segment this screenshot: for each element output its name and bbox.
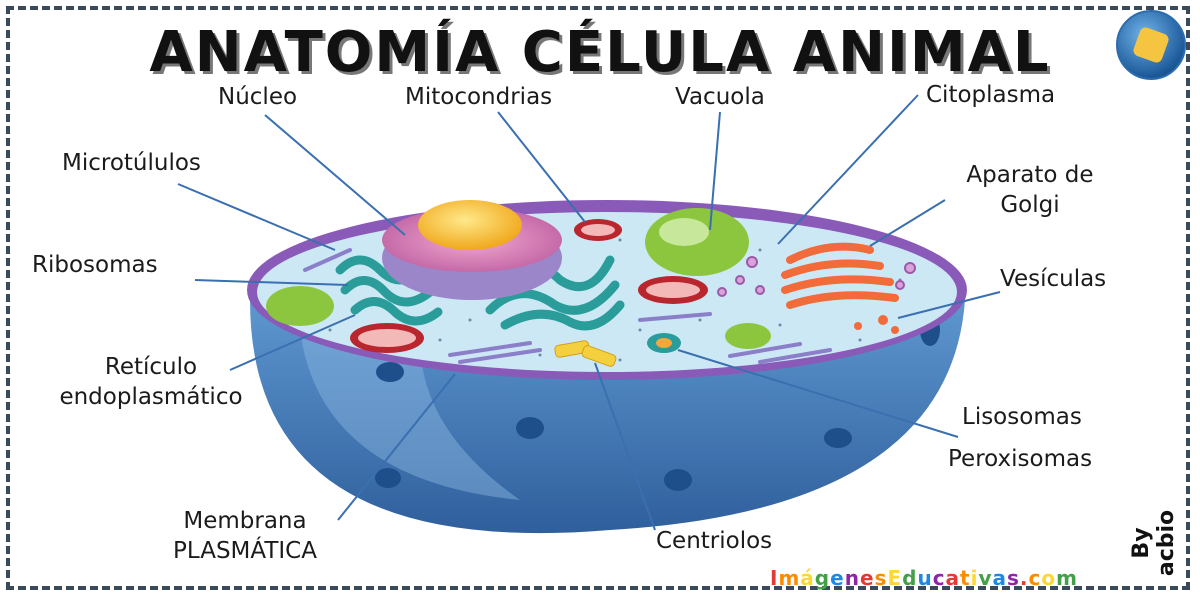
dashed-frame <box>6 6 1190 590</box>
brand-letter: m <box>1056 566 1078 590</box>
label-reticulo-line1: Retículo <box>104 354 198 380</box>
brand-letter: I <box>770 566 779 590</box>
leader-lines <box>177 94 1001 531</box>
shell-pore <box>824 428 852 448</box>
brand-letter: s <box>1007 566 1020 590</box>
brand-letter: e <box>830 566 845 590</box>
brand-letter: t <box>960 566 971 590</box>
label-vacuola: Vacuola <box>675 84 765 110</box>
brand-letter: e <box>859 566 875 590</box>
brand-letter: a <box>992 566 1008 590</box>
label-microtubulos: Microtúlulos <box>62 150 201 176</box>
mitochondria <box>350 219 708 353</box>
label-mitocondrias: Mitocondrias <box>405 84 553 110</box>
vacuole-small <box>725 323 771 349</box>
shell-pore <box>375 468 401 488</box>
brand-letter: . <box>1019 566 1029 590</box>
label-vesiculas: Vesículas <box>1000 266 1107 292</box>
label-centriolos: Centriolos <box>656 528 773 554</box>
vesicles-orange <box>854 315 899 334</box>
centrioles <box>554 340 617 367</box>
education-badge-icon <box>1116 10 1186 80</box>
brand-letter: v <box>978 566 993 590</box>
brand-letter: á <box>800 566 815 590</box>
brand-letter: o <box>1041 566 1057 590</box>
shell-pore <box>516 417 544 439</box>
brand-letter: d <box>902 566 918 590</box>
vacuole-small <box>266 286 334 326</box>
label-reticulo-line2: endoplasmático <box>59 384 243 410</box>
author-credit: By acbio <box>1129 509 1179 577</box>
golgi-apparatus <box>781 242 899 309</box>
label-reticulo-endoplasmatico: Retículo endoplasmático <box>26 352 276 412</box>
brand-letter: g <box>814 566 831 590</box>
shell-pore <box>664 469 692 491</box>
brand-letter: n <box>844 566 860 590</box>
nucleolus <box>418 200 522 250</box>
brand-letter: a <box>945 566 961 590</box>
label-aparato-golgi: Aparato de Golgi <box>940 160 1120 220</box>
brand-letter: s <box>874 566 888 590</box>
label-aparato-line2: Golgi <box>1000 192 1060 218</box>
shell-pore <box>376 362 404 382</box>
label-membrana-line1: Membrana <box>183 508 307 534</box>
microtubules <box>303 248 832 364</box>
brand-letter: c <box>1028 566 1042 590</box>
brand-letter: m <box>778 566 801 590</box>
page-title: ANATOMÍA CÉLULA ANIMAL <box>149 20 1051 85</box>
brand-letter: E <box>887 566 903 590</box>
vacuole-highlight <box>659 218 709 246</box>
brand-letter: c <box>932 566 946 590</box>
vesicles <box>717 256 916 297</box>
brand-letter: i <box>970 566 979 590</box>
endoplasmic-reticulum <box>335 255 625 331</box>
brand-logo-text: ImágenesEducativas.com <box>770 566 1078 590</box>
label-citoplasma: Citoplasma <box>926 82 1056 108</box>
lysosome-core <box>656 338 672 348</box>
label-ribosomas: Ribosomas <box>32 252 158 278</box>
brand-letter: u <box>917 566 933 590</box>
label-membrana-line2: PLASMÁTICA <box>173 538 317 564</box>
label-aparato-line1: Aparato de <box>966 162 1094 188</box>
label-lisosomas: Lisosomas <box>962 404 1082 430</box>
label-peroxisomas: Peroxisomas <box>948 446 1093 472</box>
cell-shell-highlight <box>300 330 520 500</box>
label-membrana-plasmatica: Membrana PLASMÁTICA <box>140 506 350 566</box>
label-nucleo: Núcleo <box>218 84 298 110</box>
